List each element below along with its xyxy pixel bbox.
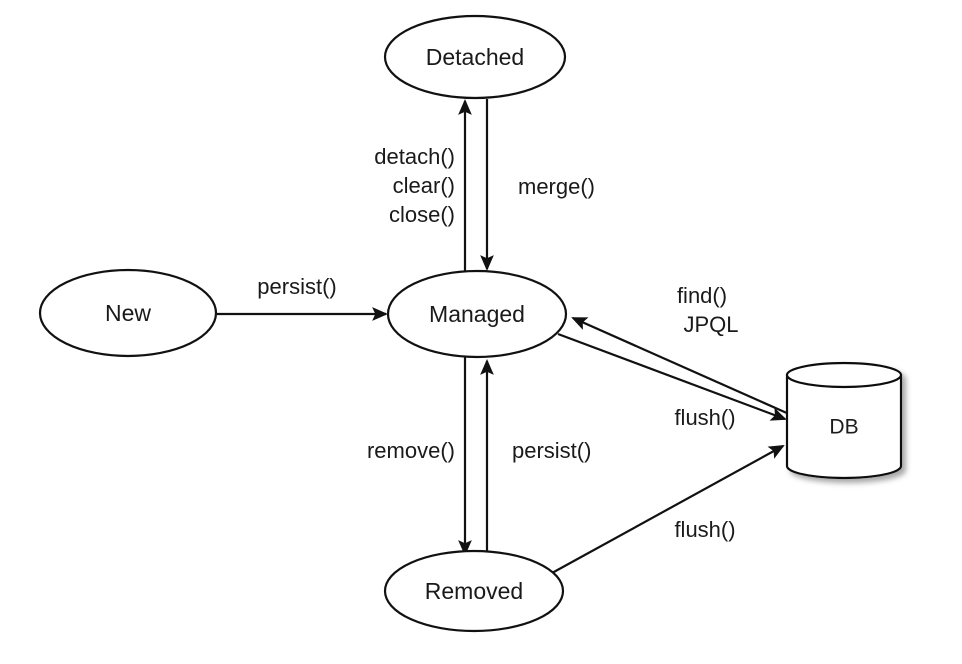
node-new-ellipse[interactable] (38, 268, 218, 358)
node-detached-label: Detached (426, 44, 524, 70)
node-managed[interactable]: Managed (386, 269, 568, 359)
edge-label-jpql: JPQL (683, 312, 738, 337)
node-db[interactable]: DB (785, 361, 903, 480)
edge-db-to-managed-line (571, 316, 790, 416)
node-managed-label: Managed (429, 301, 525, 327)
edge-new-to-managed: persist() (217, 274, 388, 321)
edge-removed-to-db: flush() (551, 445, 785, 574)
edge-label-clear: clear() (393, 173, 455, 198)
edge-managed-to-removed: remove() (367, 357, 472, 556)
edge-managed-to-detached: detach() clear() close() (374, 99, 472, 272)
node-new-label: New (105, 300, 151, 326)
edge-removed-to-managed: persist() (480, 359, 591, 556)
node-db-top[interactable] (785, 361, 903, 389)
edge-label-detach: detach() (374, 144, 455, 169)
node-new[interactable]: New (38, 268, 218, 358)
node-detached[interactable]: Detached (383, 14, 567, 100)
node-db-label: DB (829, 416, 858, 439)
edge-db-to-managed: find() JPQL (571, 283, 790, 416)
edge-label-merge: merge() (518, 174, 595, 199)
node-removed[interactable]: Removed (383, 549, 565, 633)
edge-label-persist-removed: persist() (512, 438, 591, 463)
edge-removed-to-db-line (551, 445, 785, 574)
edge-managed-to-db: flush() (557, 332, 787, 430)
node-removed-label: Removed (425, 578, 523, 604)
node-db-body[interactable] (785, 373, 903, 480)
edge-label-flush-managed: flush() (674, 405, 735, 430)
edge-label-flush-removed: flush() (674, 517, 735, 542)
edge-managed-to-db-line (557, 332, 787, 421)
edge-label-persist-new: persist() (257, 274, 336, 299)
node-detached-ellipse[interactable] (383, 14, 567, 100)
edge-detached-to-managed: merge() (480, 99, 595, 271)
edge-label-close: close() (389, 202, 455, 227)
edge-label-find: find() (677, 283, 727, 308)
edge-label-remove: remove() (367, 438, 455, 463)
node-removed-ellipse[interactable] (383, 549, 565, 633)
node-managed-ellipse[interactable] (386, 269, 568, 359)
